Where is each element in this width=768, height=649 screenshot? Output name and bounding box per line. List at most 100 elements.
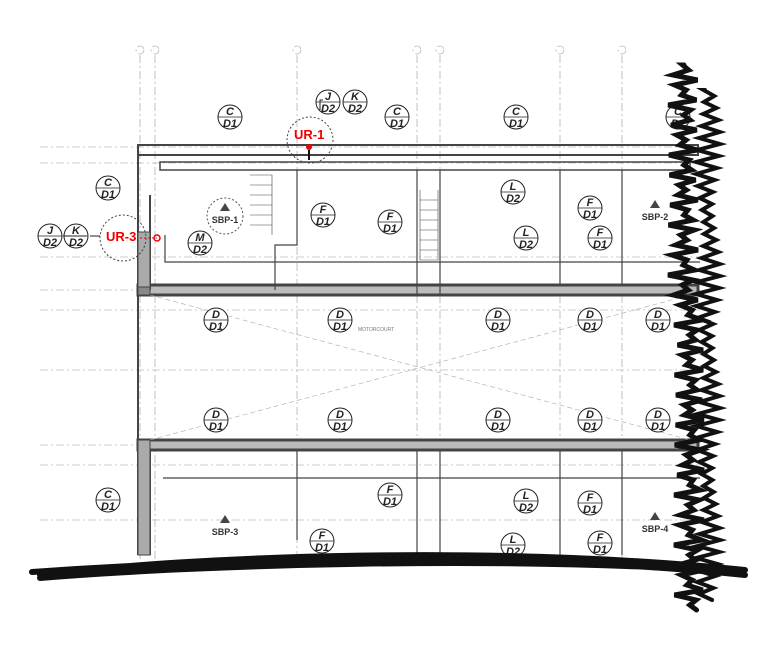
- tag-sheet: D1: [209, 421, 223, 433]
- column: [137, 439, 151, 556]
- tag-sheet: D1: [583, 209, 597, 221]
- detail-tag: DD1: [203, 307, 229, 333]
- detail-tag: DD1: [645, 307, 671, 333]
- tag-letter: L: [523, 490, 530, 502]
- tag-sheet: D1: [223, 118, 237, 130]
- tag-letter: L: [510, 534, 517, 546]
- detail-tag: LD2: [500, 179, 526, 205]
- detail-tag: DD1: [485, 407, 511, 433]
- grid-bubble: [150, 45, 160, 55]
- markup-label-ur1: UR-1: [294, 127, 324, 142]
- detail-tag: CD1: [95, 487, 121, 513]
- tag-letter: K: [72, 225, 81, 237]
- tag-letter: J: [325, 91, 332, 103]
- tag-letter: D: [336, 409, 344, 421]
- tag-letter: D: [654, 409, 662, 421]
- detail-tag: DD1: [485, 307, 511, 333]
- tag-letter: C: [674, 106, 683, 118]
- tag-sheet: D2: [43, 237, 57, 249]
- tag-sheet: D1: [101, 189, 115, 201]
- detail-tag: MD2: [187, 230, 213, 256]
- tag-sheet: D1: [383, 496, 397, 508]
- tag-letter: D: [494, 409, 502, 421]
- tag-letter: M: [195, 232, 205, 244]
- tag-letter: K: [351, 91, 360, 103]
- scribble-bottom: [29, 552, 748, 581]
- panel-label: SBP-1: [212, 215, 239, 225]
- markup-label-ur3: UR-3: [106, 229, 136, 244]
- tag-letter: D: [586, 309, 594, 321]
- grid-bubble: [435, 45, 445, 55]
- detail-tag: CD1: [95, 175, 121, 201]
- detail-tag: FD1: [377, 482, 403, 508]
- detail-tag: DD1: [327, 407, 353, 433]
- tag-sheet: D2: [193, 244, 207, 256]
- tag-sheet: D1: [491, 421, 505, 433]
- tag-letter: C: [226, 106, 235, 118]
- tag-letter: F: [319, 530, 326, 542]
- tag-sheet: D1: [383, 223, 397, 235]
- detail-tag: FD1: [377, 209, 403, 235]
- tag-letter: C: [512, 106, 521, 118]
- wall: [136, 438, 700, 452]
- tag-letter: F: [587, 197, 594, 209]
- panel-label: SBP-4: [642, 524, 669, 534]
- scribble-vertical: [662, 62, 712, 613]
- drain-icon: [153, 234, 161, 242]
- tag-letter: D: [336, 309, 344, 321]
- markup-cloud-circle: [286, 116, 334, 164]
- tag-letter: D: [654, 309, 662, 321]
- panel-triangle-icon: [650, 512, 660, 520]
- leader-line: [63, 99, 323, 237]
- detail-tag: CD1: [384, 104, 410, 130]
- walls: [136, 144, 700, 556]
- tag-letter: F: [387, 211, 394, 223]
- tag-letter: F: [387, 484, 394, 496]
- detail-tag: DD1: [327, 307, 353, 333]
- scribble-marks: [29, 62, 748, 613]
- tag-sheet: D1: [491, 321, 505, 333]
- tag-sheet: D2: [506, 193, 520, 205]
- tag-letter: D: [212, 409, 220, 421]
- roof-drain-icon: [306, 144, 312, 150]
- tag-sheet: D1: [583, 321, 597, 333]
- tag-sheet: D2: [348, 103, 362, 115]
- tag-sheet: D2: [321, 103, 335, 115]
- detail-tag: JD2: [37, 223, 63, 249]
- grid-bubble: [292, 45, 302, 55]
- grid-bubble: [617, 45, 627, 55]
- tag-sheet: D1: [101, 501, 115, 513]
- grid-bubble: [135, 45, 145, 55]
- tag-letter: L: [523, 227, 530, 239]
- tag-letter: D: [212, 309, 220, 321]
- detail-tag: FD1: [310, 202, 336, 228]
- tag-sheet: D2: [69, 237, 83, 249]
- tag-sheet: D1: [316, 216, 330, 228]
- motorcourt-label: MOTORCOURT: [358, 327, 394, 333]
- column: [137, 231, 151, 288]
- panel-callout-circle: [206, 197, 244, 235]
- tag-letter: F: [587, 492, 594, 504]
- tag-sheet: D1: [651, 321, 665, 333]
- tag-sheet: D2: [519, 502, 533, 514]
- tag-sheet: D1: [583, 421, 597, 433]
- interior-wall: [163, 170, 700, 555]
- tag-letter: C: [393, 106, 402, 118]
- tag-sheet: D1: [593, 544, 607, 556]
- detail-tag: DD1: [645, 407, 671, 433]
- tag-sheet: D1: [509, 118, 523, 130]
- tag-sheet: D1: [583, 504, 597, 516]
- tag-sheet: D1: [209, 321, 223, 333]
- detail-tag: FD1: [587, 225, 613, 251]
- tag-letter: C: [104, 177, 113, 189]
- tag-letter: L: [510, 181, 517, 193]
- motorcourt-diagonals: [149, 294, 691, 441]
- detail-tag: LD2: [513, 225, 539, 251]
- tag-sheet: D2: [519, 239, 533, 251]
- detail-tag: FD1: [577, 490, 603, 516]
- detail-tag: FD1: [577, 195, 603, 221]
- detail-tag: DD1: [577, 407, 603, 433]
- tag-letter: D: [586, 409, 594, 421]
